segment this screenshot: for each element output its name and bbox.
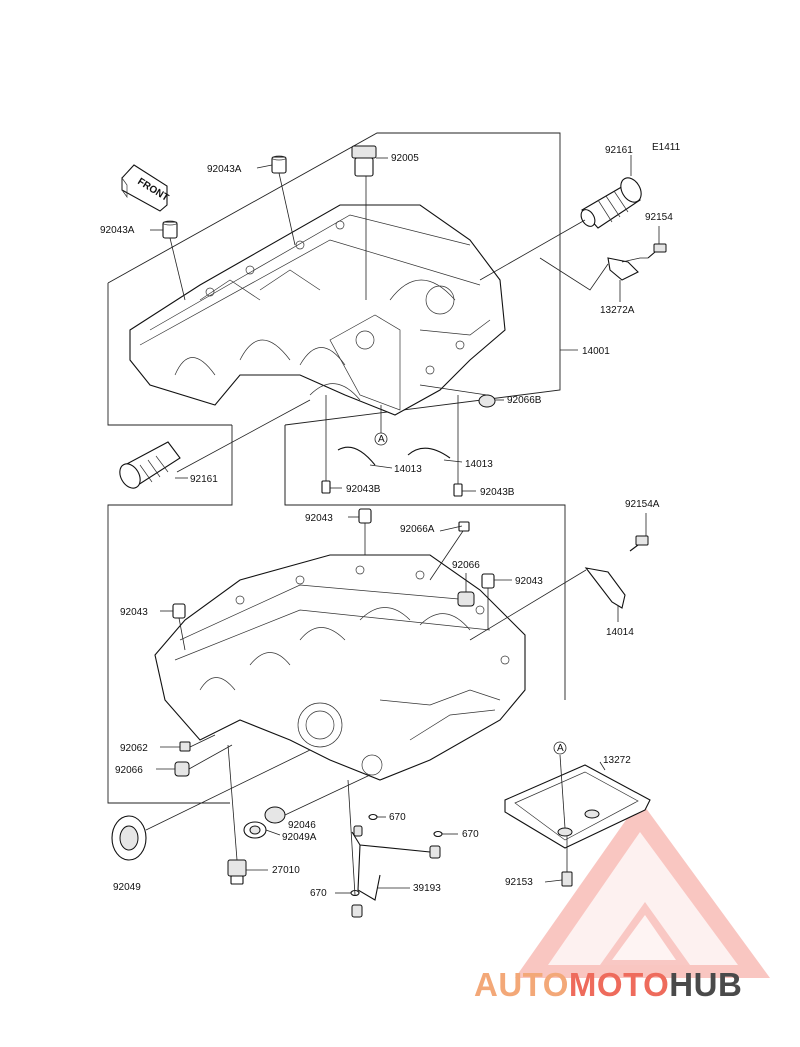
label-13272A: 13272A: [600, 305, 635, 316]
label-92043B-left: 92043B: [346, 484, 381, 495]
part-39193-oil-pipe: [351, 825, 441, 918]
part-670-oring-top: [368, 813, 378, 821]
part-92049-oil-seal: [111, 815, 147, 861]
label-92153: 92153: [505, 877, 533, 888]
part-92066-plug-left: [174, 761, 190, 777]
label-14013-right: 14013: [465, 459, 493, 470]
label-92043B-right: 92043B: [480, 487, 515, 498]
part-92043B-dowel-left: [321, 480, 331, 494]
part-13272A-plate: [607, 257, 639, 281]
part-14014-plate: [584, 567, 626, 609]
part-92153-bolt: [561, 871, 573, 887]
part-27010-switch: [227, 859, 247, 885]
part-92043A-dowel-left: [162, 220, 178, 239]
part-92043-dowel-left: [172, 603, 186, 619]
part-92066B-plug: [478, 394, 496, 408]
part-92043-dowel-top: [358, 508, 372, 524]
label-92154: 92154: [645, 212, 673, 223]
label-13272: 13272: [603, 755, 631, 766]
part-92005-plug: [351, 145, 377, 177]
label-92066-left: 92066: [115, 765, 143, 776]
label-92049A: 92049A: [282, 832, 317, 843]
front-arrow-icon: [121, 164, 168, 212]
part-92043-dowel-right: [481, 573, 495, 589]
label-92066-right: 92066: [452, 560, 480, 571]
label-92066B: 92066B: [507, 395, 542, 406]
callout-a-lower-label: A: [557, 743, 564, 754]
part-92046-bearing: [264, 806, 286, 824]
part-92161-shaft-bottom: [119, 441, 181, 489]
svg-text:AUTOMOTOHUB: AUTOMOTOHUB: [474, 966, 742, 1003]
label-92043A-top: 92043A: [207, 164, 242, 175]
label-670-bottom: 670: [310, 888, 327, 899]
watermark-text: AUTOMOTOHUB: [474, 966, 742, 1003]
label-92043-left: 92043: [120, 607, 148, 618]
label-92161-top: 92161: [605, 145, 633, 156]
part-labels: E1411 92005 92043A 92043A 92161 92154 13…: [100, 142, 681, 899]
diagram-code: E1411: [652, 142, 681, 153]
lower-crankcase: [154, 554, 526, 781]
label-14001: 14001: [582, 346, 610, 357]
part-670-oring-right: [433, 830, 443, 838]
label-92154A: 92154A: [625, 499, 660, 510]
label-14013-left: 14013: [394, 464, 422, 475]
label-92005: 92005: [391, 153, 419, 164]
watermark-auto: AUTO: [474, 966, 569, 1003]
part-92154A-bolt: [629, 535, 649, 552]
part-92043A-dowel-top: [271, 155, 287, 174]
watermark-moto: MOTO: [569, 966, 669, 1003]
leader-lines: [145, 155, 660, 896]
label-92161-bottom: 92161: [190, 474, 218, 485]
label-14014: 14014: [606, 627, 634, 638]
label-670-right: 670: [462, 829, 479, 840]
label-92049: 92049: [113, 882, 141, 893]
watermark-hub: HUB: [669, 966, 742, 1003]
part-92062-plug: [179, 741, 191, 752]
part-14013-bearing-left: [337, 446, 376, 466]
label-92066A: 92066A: [400, 524, 435, 535]
label-39193: 39193: [413, 883, 441, 894]
upper-crankcase: [129, 204, 506, 416]
watermark-logo-mark: [515, 800, 770, 978]
part-92049A-seal: [243, 821, 267, 839]
upper-case-frame: [107, 132, 561, 804]
part-92066-plug-right: [457, 591, 475, 607]
label-92043A-left: 92043A: [100, 225, 135, 236]
label-92043-right: 92043: [515, 576, 543, 587]
label-92062: 92062: [120, 743, 148, 754]
label-92043-top: 92043: [305, 513, 333, 524]
callout-a-lower: [553, 741, 567, 755]
part-92043B-dowel-right: [453, 483, 463, 497]
part-14013-bearing-right: [407, 447, 451, 459]
callout-a-upper-label: A: [378, 434, 385, 445]
label-670-top: 670: [389, 812, 406, 823]
part-92161-shaft-top: [580, 177, 642, 229]
part-92154-bolt: [647, 243, 667, 259]
label-92046: 92046: [288, 820, 316, 831]
label-27010: 27010: [272, 865, 300, 876]
